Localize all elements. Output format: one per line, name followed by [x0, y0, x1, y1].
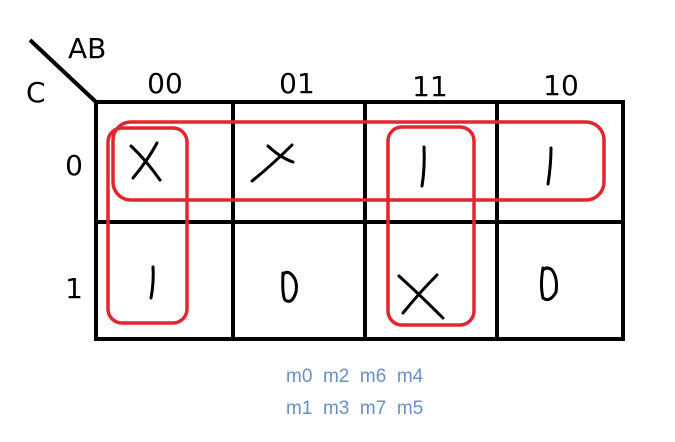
column-header-00: 00 — [147, 67, 183, 100]
cell-values — [129, 141, 558, 320]
minterm-legend-row-0: m0 m2 m6 m4 — [286, 366, 424, 387]
column-header-10: 10 — [543, 69, 579, 102]
kmap-grid — [94, 100, 625, 341]
column-header-01: 01 — [279, 67, 315, 100]
cell-r1-c11-dont-care-x — [397, 273, 445, 320]
cell-r1-c01-zero — [281, 270, 298, 303]
row-0-group-loop — [111, 120, 606, 202]
cell-r1-c00-one — [149, 265, 155, 300]
header-diagonal-line — [28, 38, 98, 104]
minterm-legend-row-1: m1 m3 m7 m5 — [286, 398, 423, 419]
column-00-group-loop — [106, 126, 189, 325]
cell-r0-c10-one — [546, 146, 553, 186]
cell-r0-c01-dont-care-x — [250, 143, 295, 183]
cell-r1-c10-zero — [540, 266, 558, 301]
column-11-group-loop — [386, 125, 476, 327]
c-variable-label: C — [26, 76, 46, 109]
cell-r0-c11-one — [420, 145, 426, 188]
row-header-1: 1 — [65, 272, 83, 305]
ab-variable-label: AB — [68, 32, 106, 65]
cell-r0-c00-dont-care-x — [129, 141, 162, 182]
row-header-0: 0 — [65, 149, 83, 182]
kmap-groups — [106, 120, 606, 327]
column-header-11: 11 — [412, 70, 448, 103]
